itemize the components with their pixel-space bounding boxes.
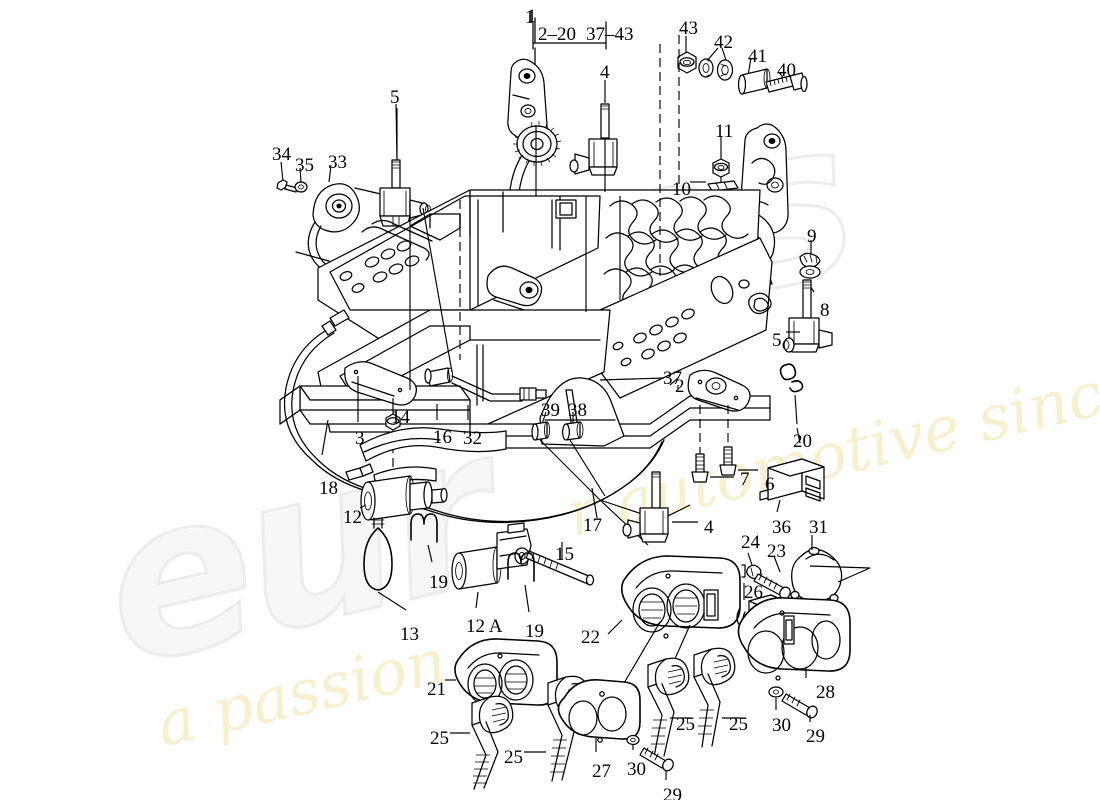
callout-leader-lines: [396, 44, 801, 519]
callout-19[interactable]: 19: [525, 621, 544, 642]
cable-harness-18: [283, 309, 665, 524]
callout-25[interactable]: 25: [676, 714, 695, 735]
callout-26[interactable]: 26: [744, 582, 763, 603]
callout-25[interactable]: 25: [504, 747, 523, 768]
callout-33[interactable]: 33: [328, 152, 347, 173]
group-label-1: 1: [527, 6, 537, 27]
callout-5[interactable]: 5: [390, 87, 400, 108]
callout-21[interactable]: 21: [427, 679, 446, 700]
callout-37[interactable]: 37: [663, 368, 682, 389]
callout-20[interactable]: 20: [793, 431, 812, 452]
callout-12a[interactable]: 12 A: [466, 616, 503, 637]
callout-1[interactable]: 1: [525, 7, 535, 28]
callout-11[interactable]: 11: [715, 121, 734, 142]
callout-35[interactable]: 35: [295, 155, 314, 176]
rocker-switch-25-d: [693, 647, 742, 748]
round-cover-31: [790, 535, 871, 603]
callout-15[interactable]: 15: [555, 544, 574, 565]
spindle-drive-5-right: [779, 279, 833, 425]
switch-panel-21: [445, 638, 558, 709]
callout-30[interactable]: 30: [627, 759, 646, 780]
callout-24[interactable]: 24: [741, 532, 760, 553]
callout-29[interactable]: 29: [663, 785, 682, 800]
callout-14[interactable]: 14: [391, 407, 410, 428]
seat-motor-12: [345, 463, 448, 611]
recliner-handle-33: [276, 161, 416, 283]
callout-5[interactable]: 5: [772, 330, 782, 351]
group-range-left-label: 2–20: [538, 24, 576, 45]
callout-6[interactable]: 6: [765, 474, 775, 495]
callout-4[interactable]: 4: [704, 517, 714, 538]
callout-25[interactable]: 25: [729, 714, 748, 735]
screw-set-23-24: [741, 552, 791, 600]
mounting-bolt-set-6-7: [691, 405, 758, 483]
callout-29[interactable]: 29: [806, 726, 825, 747]
switch-panel-28: [737, 597, 851, 722]
callout-8[interactable]: 8: [820, 300, 830, 321]
fastener-set-40-43: [677, 36, 808, 95]
callout-25[interactable]: 25: [430, 728, 449, 749]
callout-3[interactable]: 3: [355, 428, 365, 449]
callout-34[interactable]: 34: [272, 144, 291, 165]
callout-17[interactable]: 17: [583, 515, 602, 536]
callout-31[interactable]: 31: [809, 517, 828, 538]
callout-36[interactable]: 36: [772, 517, 791, 538]
callout-40[interactable]: 40: [777, 60, 796, 81]
callout-10[interactable]: 10: [672, 179, 691, 200]
callout-30[interactable]: 30: [772, 715, 791, 736]
rocker-switch-25-c: [647, 657, 690, 758]
callout-43[interactable]: 43: [679, 18, 698, 39]
callout-4[interactable]: 4: [600, 62, 610, 83]
callout-2[interactable]: 2: [675, 376, 685, 397]
gasket-27: [557, 679, 674, 780]
bushing-set-38-39: [531, 411, 691, 546]
callout-28[interactable]: 28: [816, 682, 835, 703]
seat-frame-assembly: [279, 189, 773, 449]
rocker-switch-25-a: [450, 695, 514, 790]
callout-32[interactable]: 32: [463, 428, 482, 449]
callout-41[interactable]: 41: [748, 46, 767, 67]
callout-16[interactable]: 16: [433, 427, 452, 448]
callout-42[interactable]: 42: [714, 32, 733, 53]
callout-19[interactable]: 19: [429, 572, 448, 593]
seat-motor-12a: [451, 522, 595, 613]
group-range-right-label: 37–43: [586, 24, 634, 45]
callout-39[interactable]: 39: [541, 400, 560, 421]
callout-12[interactable]: 12: [343, 507, 362, 528]
callout-9[interactable]: 9: [807, 226, 817, 247]
callout-18[interactable]: 18: [319, 478, 338, 499]
spindle-drive-4-upper: [569, 80, 618, 176]
switch-panel-22: [607, 555, 741, 691]
callout-27[interactable]: 27: [592, 761, 611, 782]
spindle-drive-4-lower: [622, 471, 698, 543]
callout-23[interactable]: 23: [767, 541, 786, 562]
callout-13[interactable]: 13: [400, 624, 419, 645]
callout-22[interactable]: 22: [581, 627, 600, 648]
relay-36: [759, 458, 825, 513]
callout-7[interactable]: 7: [740, 469, 750, 490]
callout-38[interactable]: 38: [568, 400, 587, 421]
spindle-drive-5-left: [379, 103, 431, 227]
